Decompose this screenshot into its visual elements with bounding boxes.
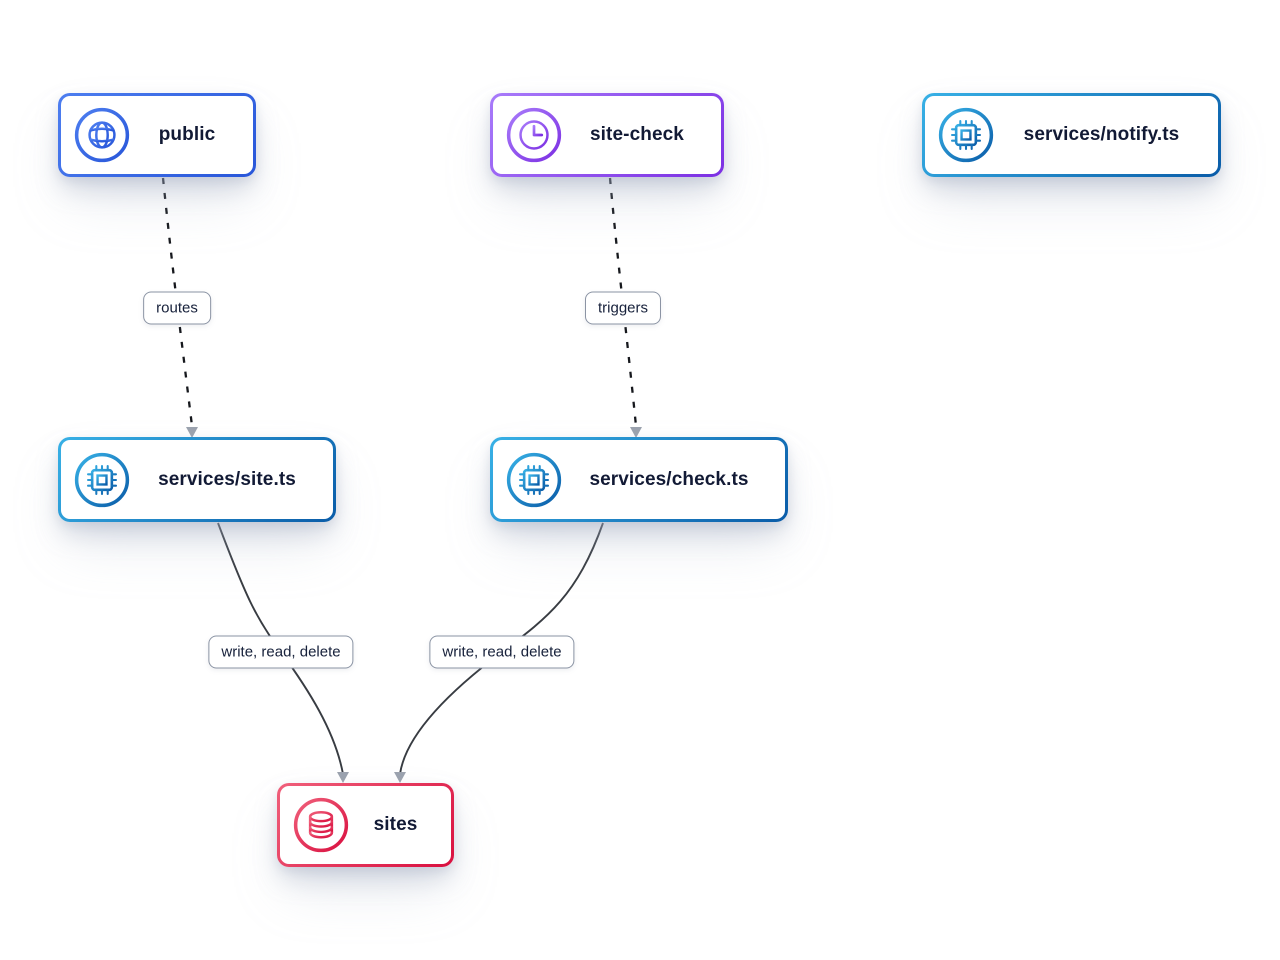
node-site-check[interactable]: site-check: [490, 93, 724, 177]
arrowhead-icon: [337, 772, 349, 783]
edge-label-routes: routes: [143, 291, 211, 325]
node-label: services/notify.ts: [1023, 124, 1180, 145]
globe-icon: [73, 106, 131, 164]
edge-label-write-read-delete-1: write, read, delete: [208, 635, 354, 669]
node-label: public: [158, 124, 216, 145]
node-services-check[interactable]: services/check.ts: [490, 437, 788, 522]
edge-label-triggers: triggers: [584, 291, 662, 325]
arrowhead-icon: [394, 772, 406, 783]
node-label: services/check.ts: [589, 468, 749, 490]
chip-icon: [937, 106, 995, 164]
edge-label-write-read-delete-2: write, read, delete: [429, 635, 575, 669]
node-label: sites: [373, 814, 418, 835]
chip-icon: [73, 451, 131, 509]
node-sites[interactable]: sites: [277, 783, 454, 867]
node-label: site-check: [590, 124, 684, 145]
node-label: services/site.ts: [158, 468, 296, 490]
clock-icon: [505, 106, 563, 164]
chip-icon: [505, 451, 563, 509]
node-public[interactable]: public: [58, 93, 256, 177]
database-icon: [292, 796, 350, 854]
node-services-notify[interactable]: services/notify.ts: [922, 93, 1221, 177]
node-services-site[interactable]: services/site.ts: [58, 437, 336, 522]
